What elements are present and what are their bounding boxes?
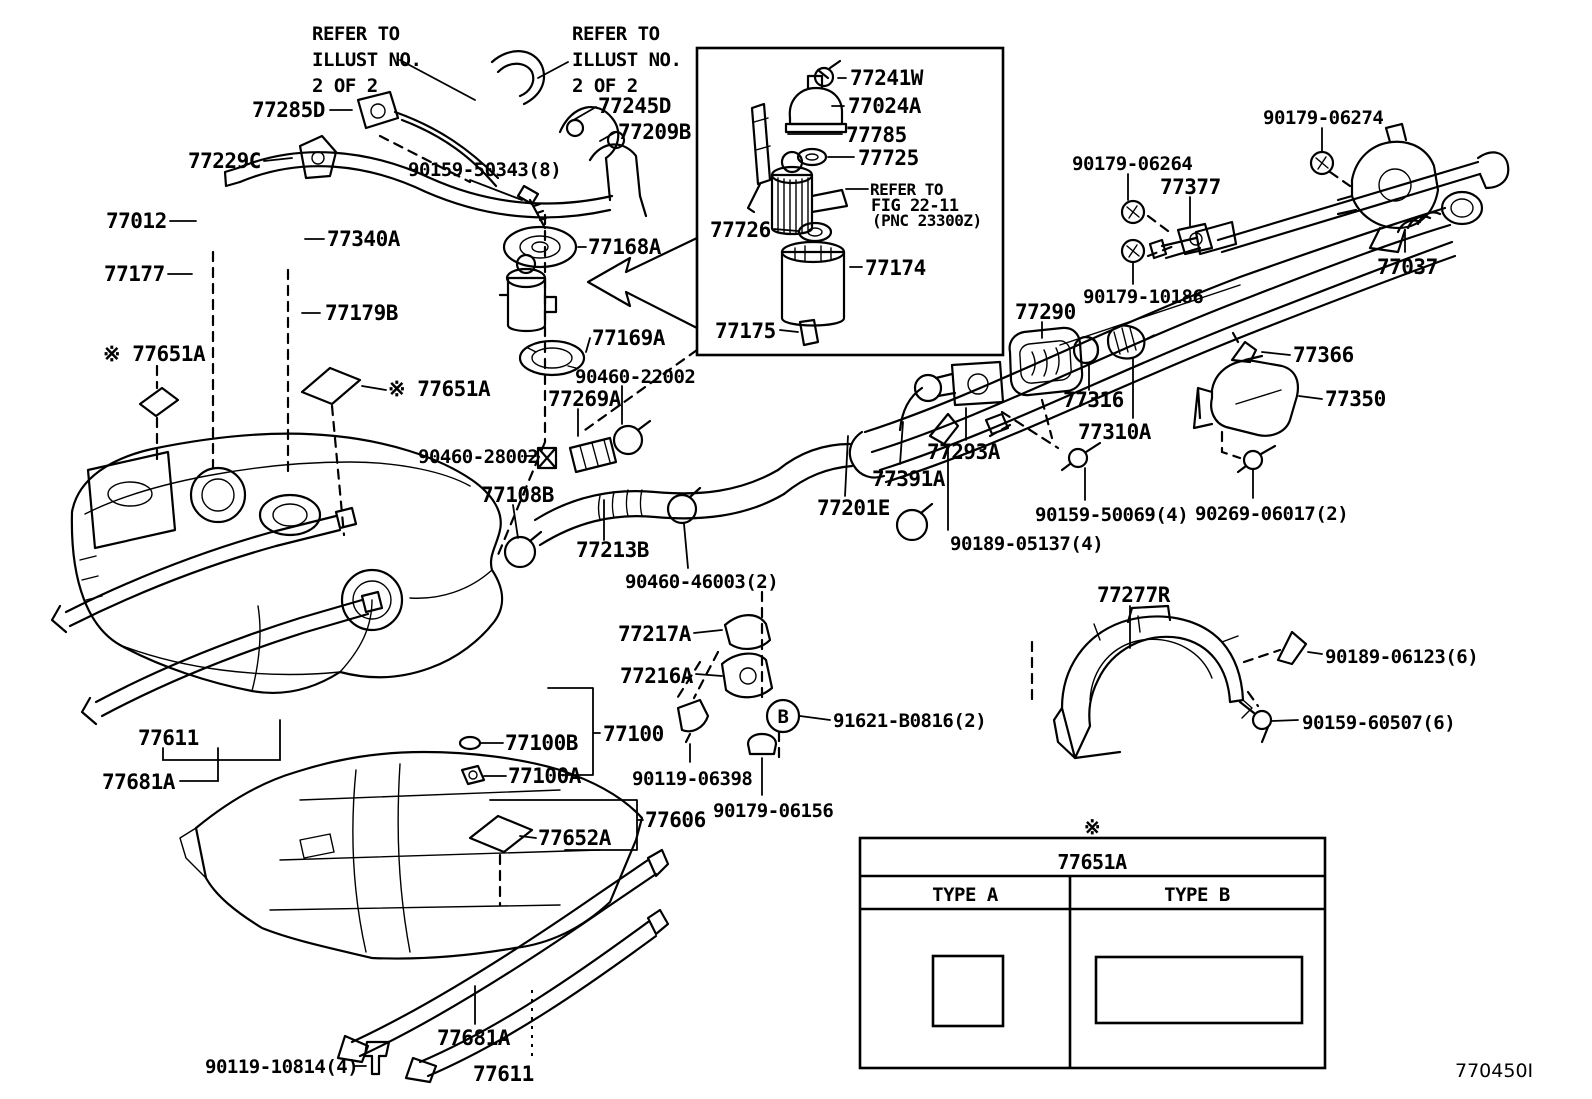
type-b-swatch — [1094, 955, 1304, 1025]
part-label-77785: 77785 — [846, 123, 907, 147]
part-label-77100A: 77100A — [508, 764, 582, 788]
filler-hose-art — [503, 419, 934, 569]
part-label-90119-10814: 90119-10814(4) — [205, 1056, 358, 1078]
part-label-table-marker: ※ — [1084, 815, 1100, 839]
part-label-77012: 77012 — [106, 209, 167, 233]
pipe-hanger-art — [363, 614, 778, 1076]
part-label-77108B: 77108B — [481, 483, 554, 507]
part-label-77037: 77037 — [1377, 255, 1438, 279]
part-label-77269A: 77269A — [548, 387, 622, 411]
part-label-77681A-1: 77681A — [102, 770, 176, 794]
part-label-callout-b-letter: B — [778, 706, 789, 728]
fastener-icons-art — [928, 150, 1335, 474]
breather-pipes-art — [223, 50, 648, 219]
part-label-note-fig-l1: REFER TO — [870, 180, 943, 199]
part-label-77174: 77174 — [865, 256, 926, 280]
part-label-77726: 77726 — [710, 218, 771, 242]
part-label-77350: 77350 — [1325, 387, 1386, 411]
part-label-91621-B0816: 91621-B0816(2) — [833, 710, 986, 732]
part-label-note-illust-2-l2: ILLUST NO. — [572, 49, 681, 71]
part-label-77651A-star-1: ※ 77651A — [103, 342, 206, 366]
part-label-77213B: 77213B — [576, 538, 649, 562]
part-label-77681A-2: 77681A — [437, 1026, 511, 1050]
part-label-77277R: 77277R — [1097, 583, 1171, 607]
part-label-77725: 77725 — [858, 146, 919, 170]
detail-pointer-arrow — [586, 236, 699, 330]
part-label-77201E: 77201E — [817, 496, 890, 520]
part-label-90179-06264: 90179-06264 — [1072, 153, 1192, 175]
part-label-note-illust-1-l1: REFER TO — [312, 23, 400, 45]
part-label-note-illust-1-l2: ILLUST NO. — [312, 49, 421, 71]
part-label-77310A: 77310A — [1078, 420, 1152, 444]
part-label-corner-code: 770450I — [1455, 1060, 1533, 1082]
part-label-77100: 77100 — [603, 722, 664, 746]
part-label-table-col-b: TYPE B — [1164, 884, 1230, 906]
part-label-note-fig-l3: (PNC 23300Z) — [872, 211, 982, 230]
part-label-77366: 77366 — [1293, 343, 1354, 367]
fuel-lid-door-art — [1192, 331, 1299, 437]
part-label-77377: 77377 — [1160, 175, 1221, 199]
part-label-77651A-star-2: ※ 77651A — [388, 377, 491, 401]
part-label-77209B: 77209B — [618, 120, 691, 144]
fuel-tank-art — [70, 432, 504, 694]
part-label-77611-1: 77611 — [138, 726, 199, 750]
part-label-note-illust-1-l3: 2 OF 2 — [312, 75, 378, 97]
part-label-90460-46003: 90460-46003(2) — [625, 571, 778, 593]
part-label-77241W: 77241W — [850, 66, 924, 90]
part-label-77216A: 77216A — [620, 664, 694, 688]
tank-straps-art — [50, 506, 670, 1084]
part-label-77293A: 77293A — [927, 440, 1001, 464]
part-label-note-fig-l2: FIG 22-11 — [871, 196, 959, 216]
part-label-77229C: 77229C — [188, 149, 261, 173]
filler-neck-parts-art — [1008, 324, 1155, 397]
part-label-note-illust-2-l1: REFER TO — [572, 23, 660, 45]
part-label-90159-50069: 90159-50069(4) — [1035, 504, 1188, 526]
wheel-liner-art — [1052, 604, 1308, 760]
part-label-77024A: 77024A — [848, 94, 922, 118]
part-label-77217A: 77217A — [618, 622, 692, 646]
part-label-77245D: 77245D — [598, 94, 671, 118]
part-label-77168A: 77168A — [588, 235, 662, 259]
part-label-90179-10186: 90179-10186 — [1083, 286, 1203, 308]
tank-protector-art — [138, 366, 644, 960]
part-label-77340A: 77340A — [327, 227, 401, 251]
part-number-labels: REFER TO ILLUST NO. 2 OF 2 REFER TO ILLUST N… — [102, 23, 1533, 1086]
pump-detail-box — [695, 46, 1005, 357]
part-label-77177: 77177 — [104, 262, 165, 286]
part-label-77285D: 77285D — [252, 98, 325, 122]
part-label-table-title: 77651A — [1057, 850, 1127, 874]
leader-lines — [162, 59, 1406, 1067]
type-a-swatch — [931, 954, 1005, 1028]
part-label-note-illust-2-l3: 2 OF 2 — [572, 75, 638, 97]
part-label-90179-06156: 90179-06156 — [713, 800, 833, 822]
part-label-90269-06017: 90269-06017(2) — [1195, 503, 1348, 525]
part-label-77100B: 77100B — [505, 731, 578, 755]
part-label-77391A: 77391A — [872, 467, 946, 491]
part-label-77652A: 77652A — [538, 826, 612, 850]
part-label-90460-28002: 90460-28002 — [418, 446, 538, 468]
part-label-77179B: 77179B — [325, 301, 398, 325]
part-label-table-col-a: TYPE A — [932, 884, 999, 906]
part-label-90460-22002: 90460-22002 — [575, 366, 695, 388]
fuel-pump-column-art — [498, 184, 586, 377]
part-label-77175: 77175 — [715, 319, 776, 343]
filler-pipe-art — [848, 190, 1484, 484]
part-label-90189-05137: 90189-05137(4) — [950, 533, 1103, 555]
part-label-90159-60507: 90159-60507(6) — [1302, 712, 1455, 734]
part-label-90159-50343: 90159-50343(8) — [408, 159, 561, 181]
part-label-77606: 77606 — [645, 808, 706, 832]
part-label-77169A: 77169A — [592, 326, 666, 350]
part-label-90189-06123: 90189-06123(6) — [1325, 646, 1478, 668]
part-label-77290: 77290 — [1015, 300, 1076, 324]
part-label-77316: 77316 — [1063, 388, 1124, 412]
part-label-90179-06274: 90179-06274 — [1263, 107, 1383, 129]
parts-type-table — [858, 836, 1327, 1070]
dashed-assembly-lines — [155, 134, 1352, 1062]
callout-b-circle — [765, 698, 801, 734]
part-label-90119-06398: 90119-06398 — [632, 768, 752, 790]
part-label-77611-2: 77611 — [473, 1062, 534, 1086]
